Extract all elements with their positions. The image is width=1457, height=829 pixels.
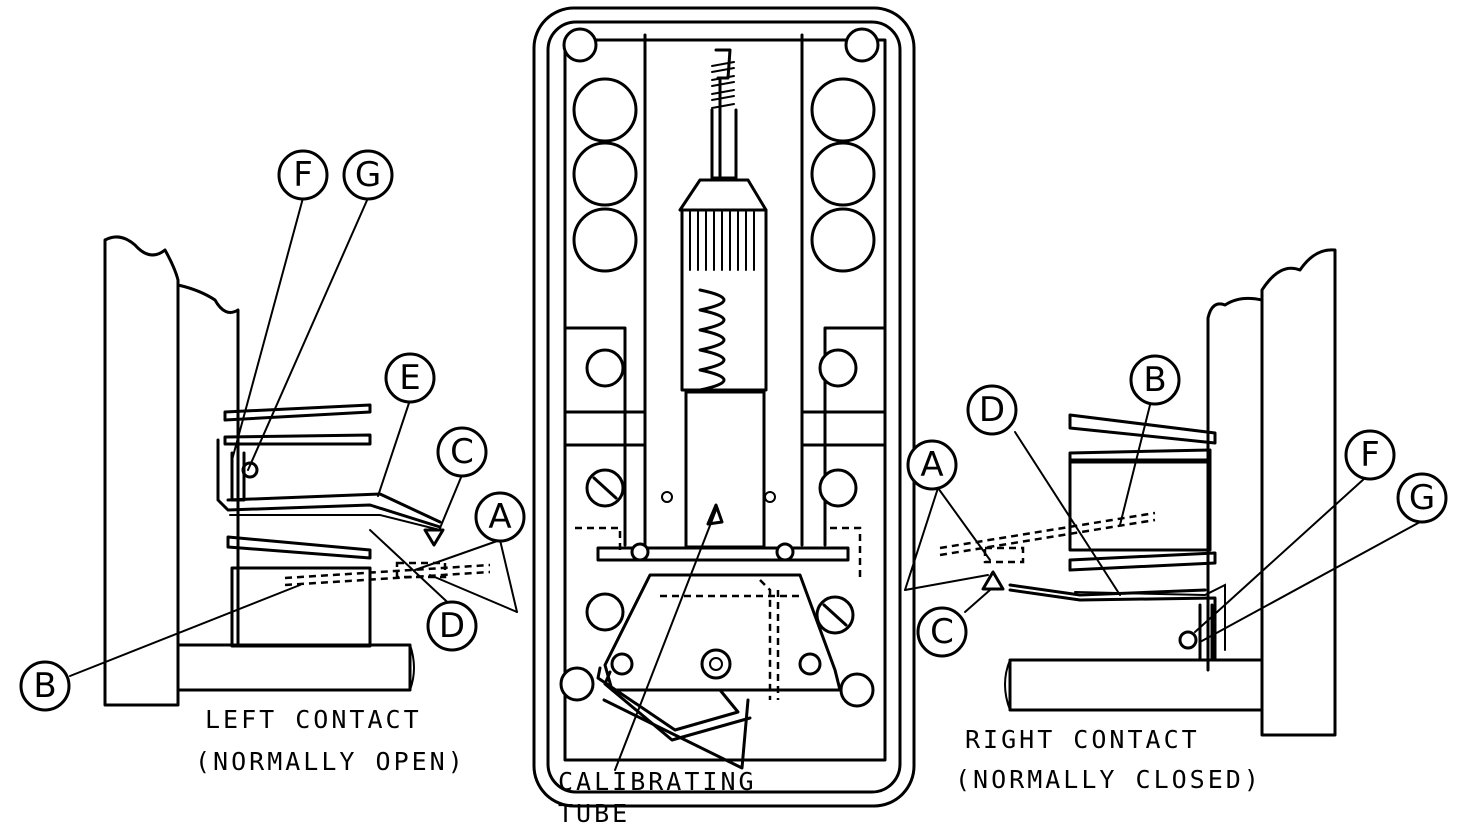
- svg-text:B: B: [1143, 360, 1166, 400]
- right-label-d: D: [966, 384, 1018, 436]
- svg-text:A: A: [488, 497, 511, 537]
- right-contact-subtitle: (NORMALLY CLOSED): [955, 765, 1262, 794]
- svg-text:A: A: [920, 445, 943, 485]
- left-contact-assembly: [103, 235, 491, 707]
- svg-text:F: F: [293, 155, 313, 195]
- left-label-a: A: [474, 491, 526, 543]
- svg-text:D: D: [979, 390, 1005, 430]
- right-label-b: B: [1129, 354, 1181, 406]
- left-label-e: E: [384, 352, 436, 404]
- svg-text:F: F: [1360, 435, 1380, 475]
- svg-text:C: C: [450, 432, 474, 472]
- svg-text:G: G: [355, 155, 381, 195]
- right-leader-lines: [904, 404, 1421, 643]
- center-switch-housing: [532, 6, 916, 808]
- right-label-g: G: [1396, 472, 1448, 524]
- svg-text:C: C: [930, 612, 954, 652]
- left-leader-lines: [69, 197, 518, 677]
- svg-text:B: B: [33, 666, 56, 706]
- right-label-c: C: [916, 606, 968, 658]
- left-label-d: D: [426, 600, 478, 652]
- right-contact-title: RIGHT CONTACT: [965, 725, 1200, 754]
- left-label-g: G: [342, 149, 394, 201]
- left-label-b: B: [19, 660, 71, 712]
- right-contact-assembly: [939, 248, 1337, 737]
- left-label-c: C: [436, 426, 488, 478]
- calibrating-tube-caption-2: TUBE: [558, 799, 630, 828]
- svg-text:E: E: [399, 358, 420, 398]
- leader-arrowhead: [706, 503, 724, 526]
- right-label-a: A: [906, 439, 958, 491]
- left-label-f: F: [277, 149, 329, 201]
- left-contact-title: LEFT CONTACT: [205, 705, 422, 734]
- calibrating-tube-leader: [614, 509, 717, 771]
- svg-text:D: D: [439, 606, 465, 646]
- left-contact-subtitle: (NORMALLY OPEN): [195, 747, 466, 776]
- right-label-f: F: [1344, 429, 1396, 481]
- calibrating-tube-caption-1: CALIBRATING: [558, 767, 757, 796]
- svg-text:G: G: [1409, 478, 1435, 518]
